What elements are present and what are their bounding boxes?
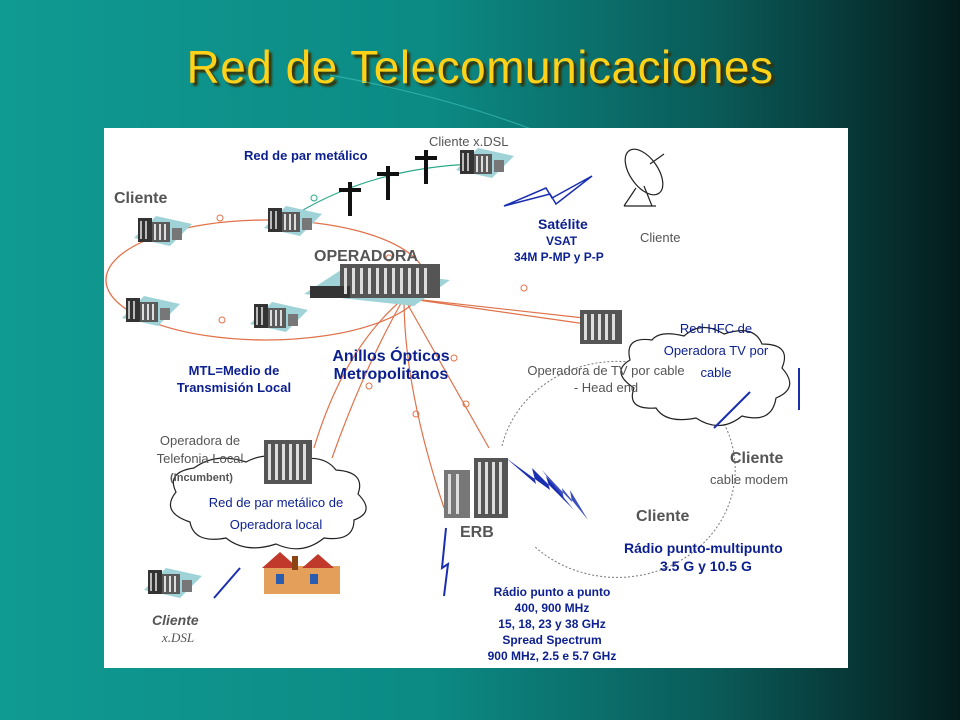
- label-vsat-rate: 34M P-MP y P-P: [514, 250, 604, 264]
- label-radio-pmp: Rádio punto-multipunto: [624, 540, 783, 556]
- building-icon: [144, 568, 202, 598]
- radio-coverage: [501, 360, 736, 578]
- label-cliente-radio: Cliente: [636, 508, 690, 525]
- lightning-bolt-icon: [503, 175, 593, 207]
- erb-building-icon: [444, 458, 508, 518]
- radio-pp-line-4: Spread Spectrum: [502, 633, 602, 647]
- house-icon: [262, 552, 340, 594]
- fiber-links: [313, 297, 615, 509]
- label-incumbent: (Incumbent): [170, 472, 233, 484]
- cable-line: [713, 391, 751, 429]
- operadora-building-icon: [304, 264, 450, 306]
- label-operadora-tv: Operadora de TV por cable - Head end: [527, 363, 685, 395]
- label-red-hfc: Red HFC de Operadora TV por cable: [663, 321, 769, 380]
- diagram-canvas: [105, 148, 800, 599]
- telephone-pole-icon: [339, 182, 361, 216]
- xdsl-line: [213, 567, 241, 599]
- label-red-par-local: Red de par metálico de Operadora local: [208, 495, 344, 532]
- radio-pp-line-2: 400, 900 MHz: [514, 601, 590, 615]
- building-icon: [122, 296, 180, 326]
- label-anillos: Anillos Ópticos Metropolitanos: [332, 348, 450, 383]
- label-cliente-left: Cliente: [114, 190, 168, 207]
- slide-title: Red de Telecomunicaciones: [186, 41, 774, 93]
- label-cliente-satelite: Cliente: [640, 230, 681, 245]
- building-icon: [456, 148, 514, 178]
- telephone-pole-icon: [377, 166, 399, 200]
- network-diagram: Cliente x.DSL Red de par metálico Client…: [104, 128, 848, 668]
- building-icon: [264, 206, 322, 236]
- label-cable-modem: cable modem: [710, 472, 789, 487]
- label-cliente-cable: Cliente: [730, 450, 784, 467]
- label-red-par-metalico: Red de par metálico: [244, 148, 368, 163]
- lightning-bolt-icon: [440, 527, 450, 597]
- headend-building-icon: [580, 310, 622, 344]
- building-icon: [134, 216, 192, 246]
- label-satelite: Satélite: [538, 216, 588, 232]
- lightning-bolt-icon: [506, 458, 574, 510]
- label-erb: ERB: [460, 524, 494, 541]
- radio-pp-line-3: 15, 18, 23 y 38 GHz: [498, 617, 606, 631]
- label-cliente-xdsl: Cliente x.DSL: [429, 134, 509, 149]
- label-cliente-xdsl-bottom: Cliente: [152, 612, 199, 628]
- label-operadora: OPERADORA: [314, 248, 419, 265]
- radio-pp-line-5: 900 MHz, 2.5 e 5.7 GHz: [487, 649, 617, 663]
- radio-pp-line-1: Rádio punto a punto: [493, 585, 611, 599]
- label-operadora-telefonia: Operadora de Telefonia Local: [156, 433, 244, 466]
- building-icon: [250, 302, 308, 332]
- lightning-bolt-icon: [542, 470, 588, 520]
- cloud-hfc-icon: [620, 326, 791, 427]
- label-radio-pp: Rádio punto a punto 400, 900 MHz 15, 18,…: [464, 584, 640, 664]
- label-vsat: VSAT: [546, 234, 578, 248]
- telefonia-building-icon: [264, 440, 312, 484]
- label-mtl: MTL=Medio de Transmisión Local: [176, 363, 292, 395]
- label-xdsl-bottom: x.DSL: [162, 630, 195, 645]
- satellite-dish-icon: [623, 148, 665, 207]
- label-radio-pmp-freq: 3.5 G y 10.5 G: [660, 558, 752, 574]
